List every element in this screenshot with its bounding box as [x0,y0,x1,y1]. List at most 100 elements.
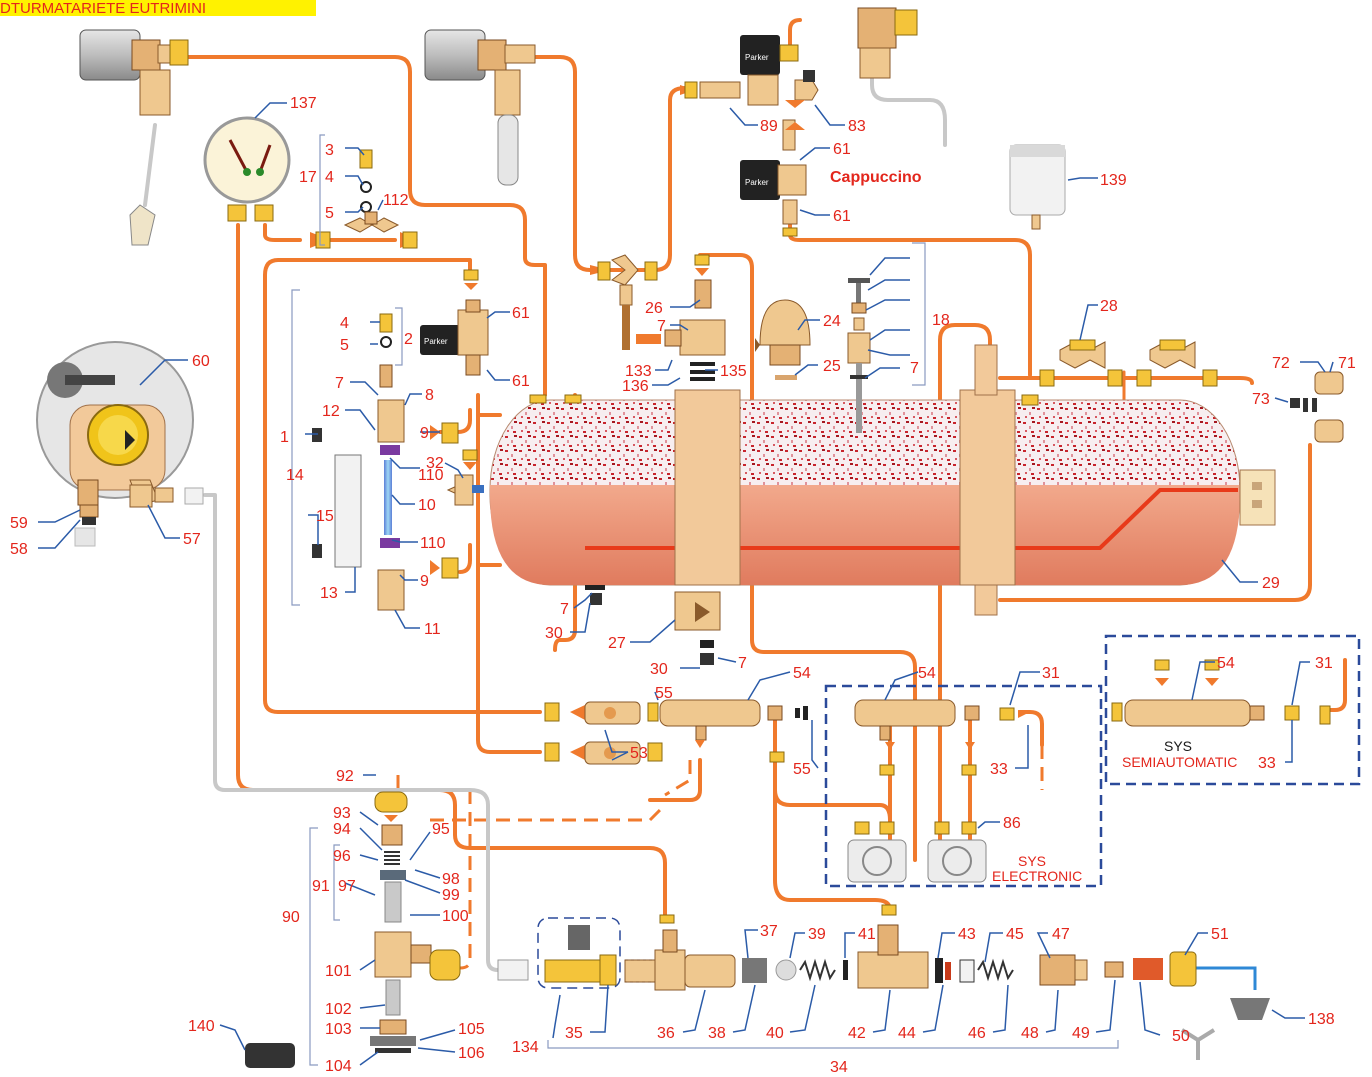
label-61c: 61 [512,305,530,322]
sys-semiautomatic-box: SYS SEMIAUTOMATIC [1104,634,1361,786]
label-98: 98 [442,871,460,888]
label-30b: 30 [650,661,668,678]
label-86: 86 [1003,815,1021,832]
label-1: 1 [280,429,289,446]
reservoir-tank [1009,144,1066,230]
label-105: 105 [458,1021,485,1038]
label-18: 18 [932,312,950,329]
label-83: 83 [848,118,866,135]
label-28: 28 [1100,298,1118,315]
parker-label-3: Parker [424,337,448,346]
label-93: 93 [333,805,351,822]
pump-motor [36,341,204,547]
label-58: 58 [10,541,28,558]
boiler-tank [489,344,1276,616]
sys-semi-line1: SYS [1164,738,1192,754]
label-11: 11 [424,621,441,638]
label-89: 89 [760,118,778,135]
label-29: 29 [1262,575,1280,592]
water-level-sight-glass [312,399,484,611]
label-47: 47 [1052,926,1070,943]
label-49: 49 [1072,1025,1090,1042]
pressure-switch-middle [424,29,536,186]
label-138: 138 [1308,1011,1335,1028]
label-106: 106 [458,1045,485,1062]
label-30a: 30 [545,625,563,642]
label-33a: 33 [990,761,1008,778]
label-9a: 9 [420,425,429,442]
title-banner: DTURMATARIETE EUTRIMINI [0,0,316,17]
label-32: 32 [426,455,444,472]
label-134: 134 [512,1039,539,1056]
label-137: 137 [290,95,317,112]
label-50: 50 [1172,1028,1190,1045]
pressure-gauge [203,116,291,222]
label-42: 42 [848,1025,866,1042]
label-26: 26 [645,300,663,317]
label-36: 36 [657,1025,675,1042]
label-7a: 7 [657,318,666,335]
label-71: 71 [1338,355,1356,372]
label-12: 12 [322,403,340,420]
label-104: 104 [325,1058,352,1075]
bottom-valve-chain [497,904,1270,1060]
label-51: 51 [1211,926,1229,943]
manifold-main [544,699,808,765]
label-46: 46 [968,1025,986,1042]
label-61b: 61 [833,208,851,225]
label-60: 60 [192,353,210,370]
label-2: 2 [404,331,413,348]
label-55a: 55 [655,685,673,702]
label-10: 10 [418,497,436,514]
part-number-labels: 137 3 17 4 5 112 89 83 61 61 Cappuccino … [10,95,1356,1076]
leader-lines [38,102,1334,1066]
label-43: 43 [958,926,976,943]
label-24: 24 [823,313,841,330]
label-3: 3 [325,142,334,159]
label-54a: 54 [793,665,811,682]
label-96: 96 [333,848,351,865]
label-25: 25 [823,358,841,375]
label-53: 53 [630,745,648,762]
label-33b: 33 [1258,755,1276,772]
parker-label-1: Parker [745,53,769,62]
label-112: 112 [383,192,409,209]
sys-semi-line2: SEMIAUTOMATIC [1122,754,1237,770]
grouping-brackets [291,134,1119,1066]
label-7e: 7 [738,655,747,672]
label-40: 40 [766,1025,784,1042]
label-31a: 31 [1042,665,1060,682]
label-13: 13 [320,585,338,602]
label-7c: 7 [335,375,344,392]
sys-electronic-box: SYS ELECTRONIC [824,684,1103,888]
label-15: 15 [316,508,334,525]
label-136: 136 [622,378,649,395]
label-95: 95 [432,821,450,838]
label-45: 45 [1006,926,1024,943]
label-4b: 4 [340,315,349,332]
label-102: 102 [325,1001,352,1018]
left-solenoid-valve: Parker [379,269,489,388]
label-39: 39 [808,926,826,943]
sys-electronic-line2: ELECTRONIC [992,868,1082,884]
label-37: 37 [760,923,778,940]
title-text: DTURMATARIETE EUTRIMINI [0,0,206,17]
label-9b: 9 [420,573,429,590]
label-100: 100 [442,908,469,925]
label-135: 135 [720,363,747,380]
label-139: 139 [1100,172,1127,189]
label-101: 101 [325,963,352,980]
label-59: 59 [10,515,28,532]
right-valves [1039,339,1344,443]
label-99: 99 [442,887,460,904]
label-17: 17 [299,169,317,186]
label-5a: 5 [325,205,334,222]
label-94: 94 [333,821,351,838]
label-5b: 5 [340,337,349,354]
pressure-switch-right [857,7,918,79]
label-140: 140 [188,1018,215,1035]
label-73: 73 [1252,391,1270,408]
label-38: 38 [708,1025,726,1042]
water-inlet-valve-assembly [370,791,461,1053]
